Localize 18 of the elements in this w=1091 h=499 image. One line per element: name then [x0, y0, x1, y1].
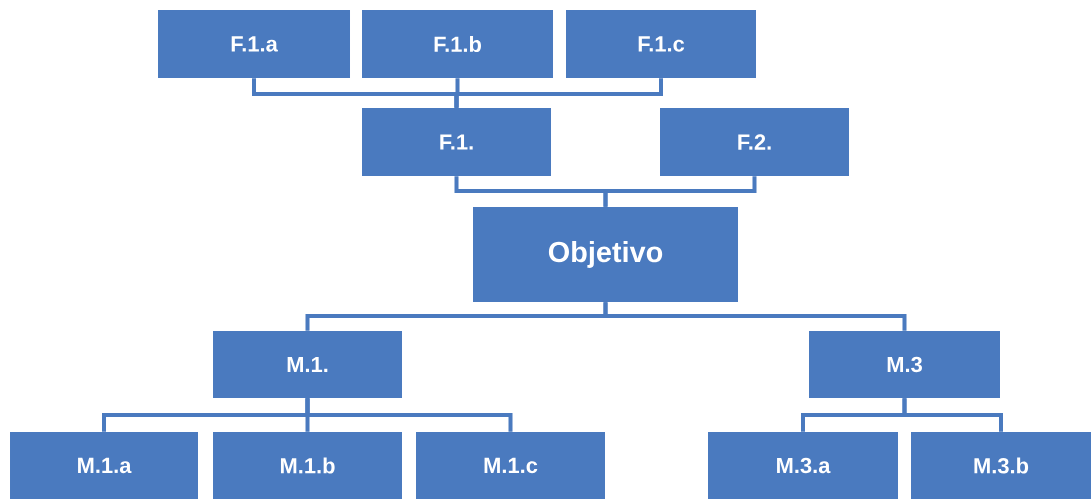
node-box: M.3: [809, 331, 1000, 398]
node-box: F.1.b: [362, 10, 553, 78]
node-box: M.1.b: [213, 432, 402, 499]
node-box: M.1.: [213, 331, 402, 398]
node-box: M.1.a: [10, 432, 198, 499]
connector: [305, 398, 513, 432]
node-box: F.1.a: [158, 10, 350, 78]
node-box: M.3.b: [911, 432, 1091, 499]
connector: [454, 78, 663, 108]
connector: [603, 176, 757, 207]
connector: [902, 398, 1003, 432]
node-box: F.2.: [660, 108, 849, 176]
node-box: F.1.: [362, 108, 551, 176]
connector: [603, 302, 907, 331]
node-box: Objetivo: [473, 207, 738, 302]
node-box: F.1.c: [566, 10, 756, 78]
node-box: M.3.a: [708, 432, 898, 499]
node-box: M.1.c: [416, 432, 605, 499]
